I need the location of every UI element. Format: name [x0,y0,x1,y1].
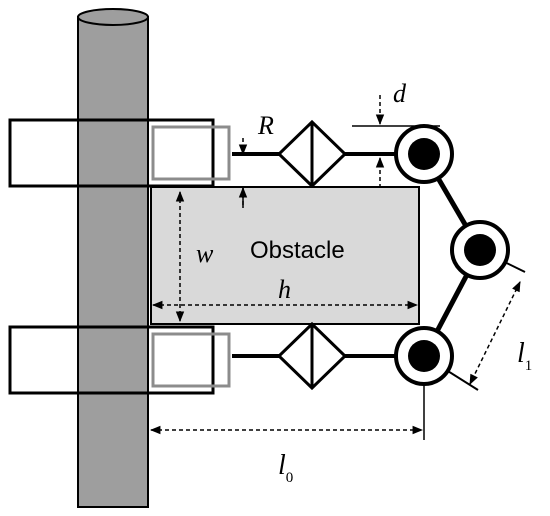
joint-upper-icon [394,124,454,184]
lower-gray-square [151,332,231,388]
dimension-l0 [149,384,425,440]
label-h: h [278,275,291,304]
joint-middle-icon [450,220,510,280]
obstacle-label: Obstacle [250,237,345,264]
label-w: w [196,239,214,268]
upper-arm [232,119,400,189]
pole [77,8,149,508]
label-l0: l0 [278,450,293,486]
lower-clamp [8,325,231,395]
dimension-l1 [469,281,521,385]
dimension-d [352,95,440,188]
upper-gray-square [151,125,231,181]
joint-lower-icon [394,326,454,386]
label-R: R [257,111,274,140]
upper-clamp [8,118,231,188]
label-l1: l1 [517,338,532,374]
lower-arm [232,321,400,391]
label-d: d [393,79,407,108]
